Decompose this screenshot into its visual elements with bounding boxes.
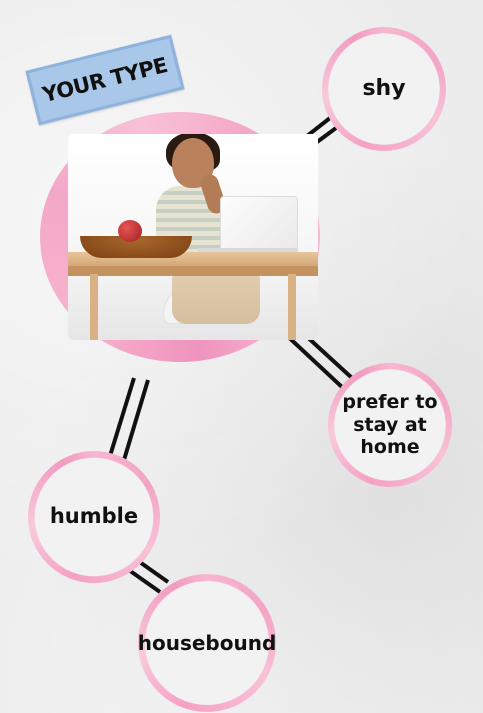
woman-at-laptop-photo: [68, 134, 318, 340]
your-type-photo-node: [40, 112, 320, 362]
trait-label-prefer-home: prefer to stay at home: [342, 390, 438, 459]
trait-node-humble: humble: [28, 451, 160, 583]
connector-home-a: [281, 330, 345, 390]
trait-node-housebound: housebound: [138, 574, 276, 712]
connector-humble-a: [108, 377, 136, 457]
trait-node-prefer-home: prefer to stay at home: [328, 363, 452, 487]
trait-node-shy: shy: [322, 27, 446, 151]
connector-humble-b: [122, 379, 150, 461]
connector-housebound-a: [124, 566, 162, 594]
trait-label-shy: shy: [362, 75, 406, 101]
trait-label-housebound: housebound: [137, 631, 277, 655]
trait-label-humble: humble: [49, 504, 139, 529]
